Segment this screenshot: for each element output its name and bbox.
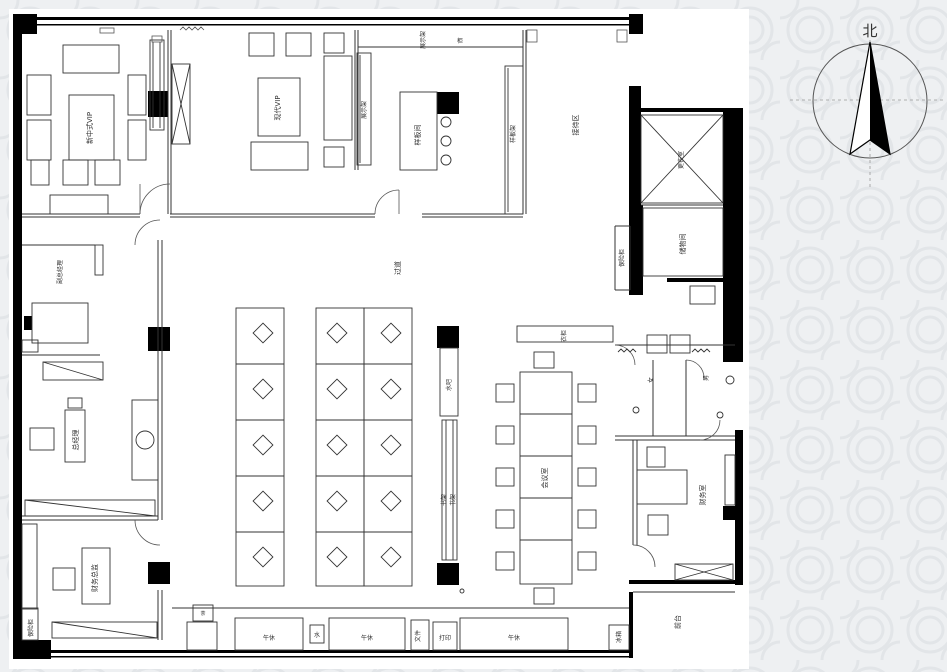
workstations [235,307,413,587]
outer-walls [13,14,743,659]
room-label-finance-gm: 财务总监 [90,564,99,592]
fixture-label-display-rack-2: 展示架 [419,31,427,49]
room-label-restroom-m: 男 [703,375,710,381]
deputy-gm-office [21,244,104,381]
fixture-label-printer: 打印 [439,634,451,642]
fixture-label-lunch-2: 午休 [361,634,373,642]
room-label-front-desk: 前台 [673,615,682,629]
fixture-label-safe-2: 保险柜 [27,619,35,637]
modern-vip-room [248,32,523,171]
bottom-fixtures [186,604,569,651]
compass: 北 [790,22,945,190]
chinese-vip-room [26,39,191,215]
restrooms [617,334,735,419]
fixture-label-fridge: 冰箱 [615,631,623,643]
fixture-label-safe-1: 保险柜 [618,249,626,267]
room-label-modern-vip: 现代VIP [273,95,282,120]
room-label-storage: 储物间 [678,234,687,255]
room-label-sample-room: 样板间 [413,125,422,146]
sample-room [399,65,524,215]
fixture-label-sample-rack: 样板架 [509,125,517,143]
fixture-label-lunch-3: 午休 [508,634,520,642]
fixture-label-water-bar: 水吧 [445,379,453,391]
front-desk [608,624,630,651]
room-label-corridor: 过道 [393,261,402,275]
fixture-label-tea: 茶 [200,610,205,617]
fixture-label-lunch-1: 午休 [263,634,275,642]
fixture-label-water: 水 [314,631,320,639]
fixture-label-locker: 衣柜 [560,330,568,342]
room-label-meeting-room: 会议室 [540,468,549,489]
top-vents [99,26,628,43]
room-label-restroom-f: 女 [647,377,655,383]
sink-fixture [689,285,716,305]
room-label-finance-room: 财务室 [698,485,707,506]
fixture-label-cabinet: 柜 [457,37,463,45]
room-label-chinese-vip: 新中式VIP [85,112,94,144]
north-label: 北 [862,22,877,40]
meeting-room [495,325,614,605]
finance-room [636,446,736,581]
fixture-label-bookshelf-1: 书架 [440,494,448,506]
fixture-label-file: 文件 [414,630,422,642]
water-bar-bookshelf [439,347,465,594]
finance-gm-office [21,523,158,641]
fixture-label-bookshelf-2: 书架 [449,494,457,506]
storage-shaft [640,114,724,277]
gm-office [24,397,159,517]
room-label-reception: 接待区 [571,115,580,136]
door-swings [134,183,721,568]
drawing-sheet [9,9,749,669]
fixture-label-display-rack-1: 展示架 [360,101,368,119]
room-label-gm: 总经理 [71,430,80,451]
room-label-cloakroom: 更衣室 [677,151,685,169]
room-label-deputy-gm: 副总经理 [56,260,64,284]
